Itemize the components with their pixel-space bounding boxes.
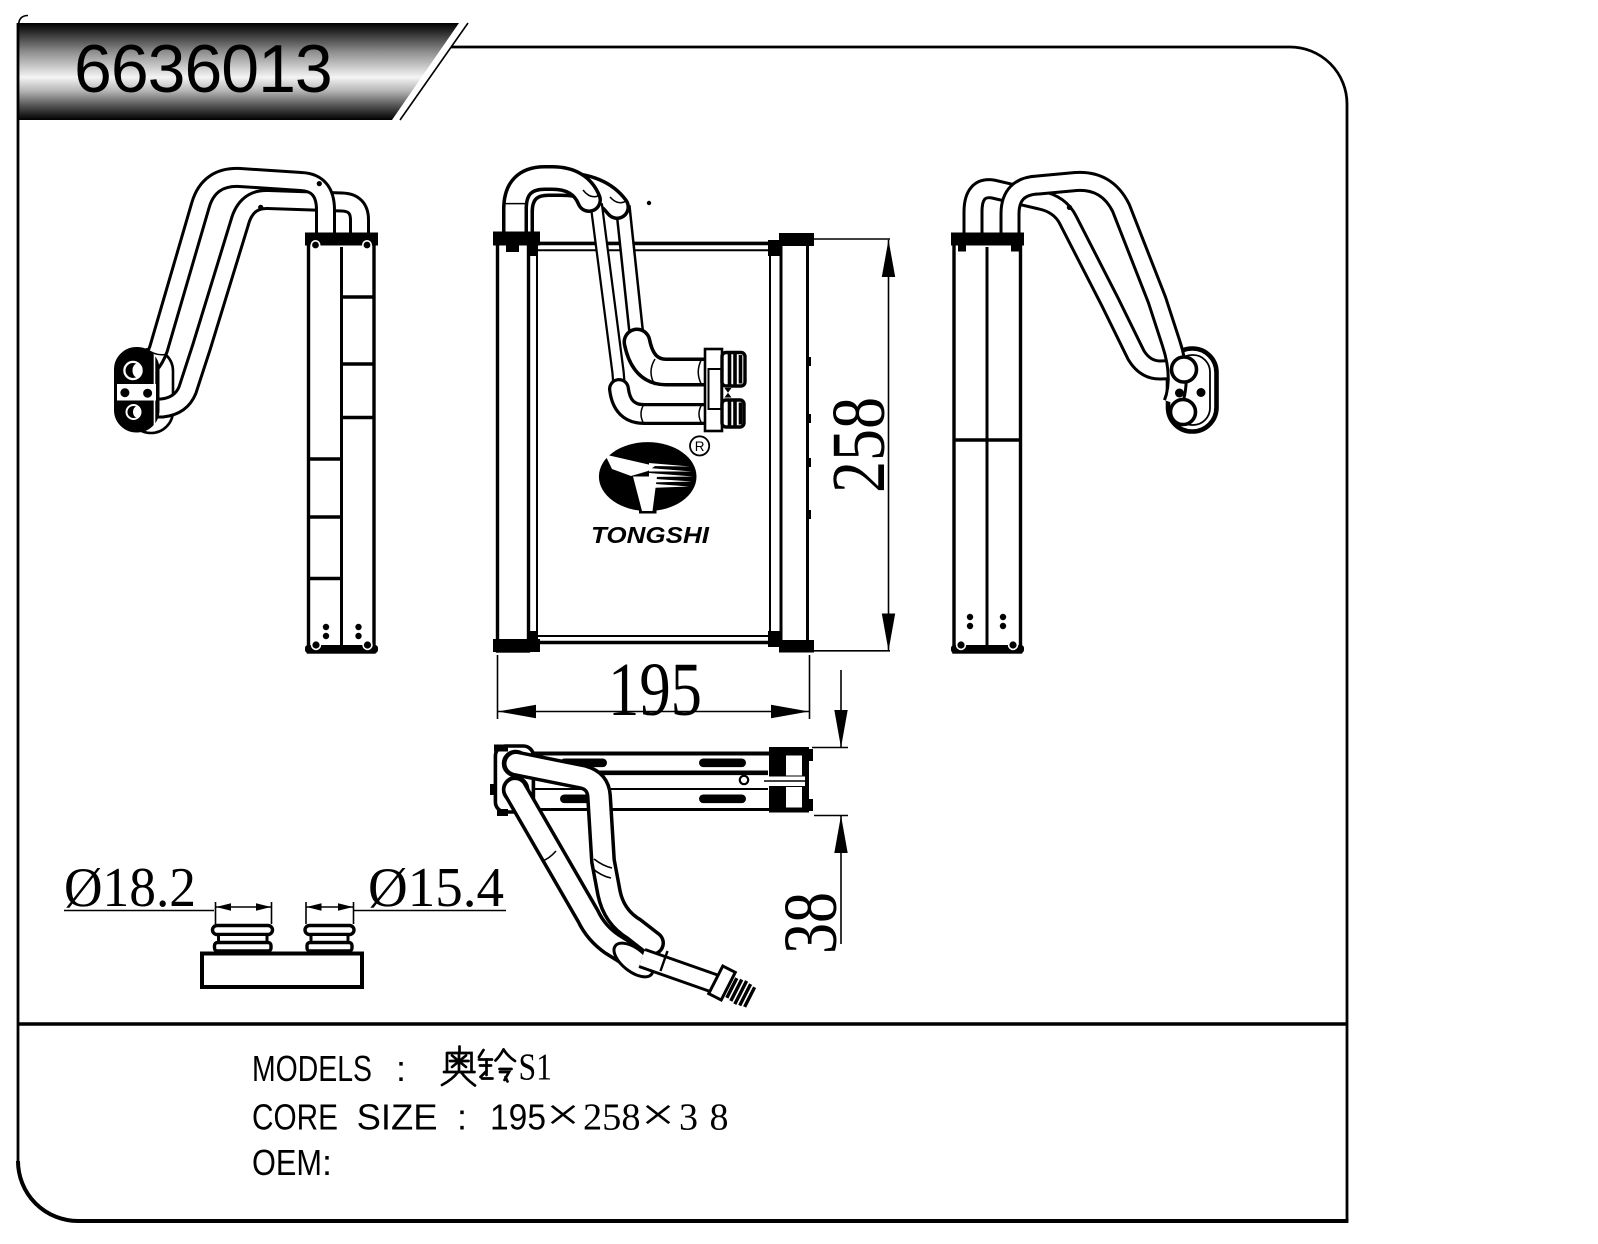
svg-text:OEM: OEM xyxy=(252,1142,322,1183)
svg-text:MODELS: MODELS xyxy=(252,1048,372,1089)
svg-text:SIZE: SIZE xyxy=(357,1097,438,1138)
svg-text:S1: S1 xyxy=(519,1047,553,1089)
svg-text:195: 195 xyxy=(490,1097,546,1138)
svg-text:258: 258 xyxy=(583,1097,641,1139)
svg-text:×: × xyxy=(641,1089,675,1141)
svg-text:195: 195 xyxy=(608,648,702,732)
svg-text:258: 258 xyxy=(817,397,901,493)
svg-text:Ø15.4: Ø15.4 xyxy=(368,857,504,919)
svg-text:Ø18.2: Ø18.2 xyxy=(64,857,196,919)
svg-text::: : xyxy=(396,1048,406,1089)
svg-text:R: R xyxy=(695,439,705,454)
svg-text::: : xyxy=(457,1097,467,1138)
svg-text::: : xyxy=(322,1142,332,1183)
svg-text:CORE: CORE xyxy=(252,1097,338,1138)
svg-text:×: × xyxy=(546,1089,580,1141)
svg-text:38: 38 xyxy=(679,1097,740,1139)
svg-text:TONGSHI: TONGSHI xyxy=(591,522,710,548)
svg-text:38: 38 xyxy=(769,892,853,954)
